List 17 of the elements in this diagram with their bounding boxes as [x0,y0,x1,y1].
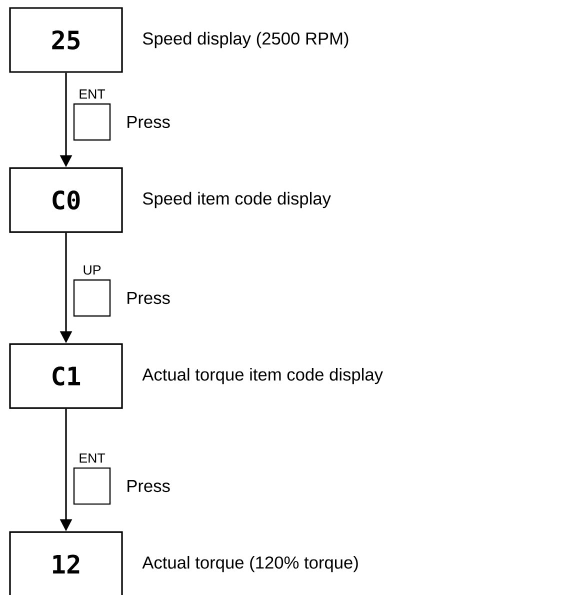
description-text: Speed item code display [142,192,331,208]
description-text: Actual torque item code display [142,368,383,384]
display-box: C1 [9,343,123,409]
display-box: C0 [9,167,123,233]
press-text: Press [128,116,170,128]
description-text: Speed display (2500 RPM) [142,32,348,48]
display-box: 25 [9,7,123,73]
display-box: 12 [9,531,123,595]
key-button: ENT [73,89,111,141]
node-label: ENT [80,453,106,463]
key-button: UP [73,265,111,317]
press-text: Press [128,292,170,304]
node-label: UP [84,265,101,275]
key-button: ENT [73,453,111,505]
description-text: Actual torque (120% torque) [142,556,358,572]
press-text: Press [128,480,170,492]
node-label: ENT [80,89,106,99]
